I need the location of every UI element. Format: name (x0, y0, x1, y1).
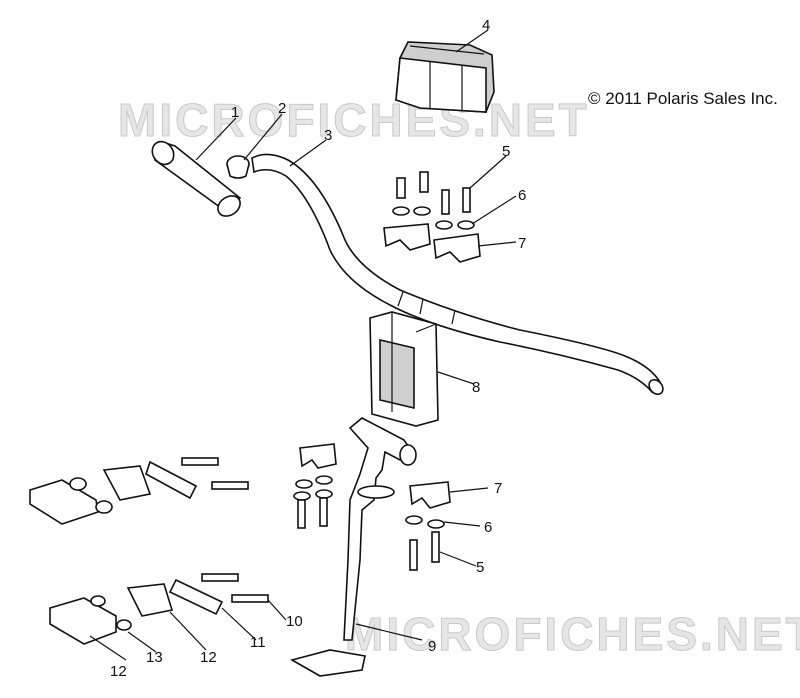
callout-6-upper: 6 (518, 187, 526, 204)
hand-grip (151, 140, 242, 217)
leader-lines (89, 29, 517, 661)
callout-10: 10 (286, 613, 303, 630)
callout-12-left: 12 (110, 663, 127, 680)
lower-clamp-set (293, 443, 451, 571)
handlebar-mount (369, 311, 439, 427)
callout-9: 9 (428, 638, 436, 655)
callout-13: 13 (146, 649, 163, 666)
callout-5-upper: 5 (502, 143, 510, 160)
callout-4: 4 (482, 17, 490, 34)
handlebar (251, 153, 664, 396)
callout-7-lower: 7 (494, 480, 502, 497)
callout-5-lower: 5 (476, 559, 484, 576)
watermark-bottom: MICROFICHES.NET (345, 608, 800, 660)
upper-clamp-set (383, 171, 481, 263)
callout-7-upper: 7 (518, 235, 526, 252)
riser-assembly-lower (49, 573, 269, 645)
callout-8: 8 (472, 379, 480, 396)
watermark-top: MICROFICHES.NET (118, 94, 590, 146)
callout-1: 1 (231, 104, 239, 121)
callout-labels: 1 2 3 4 5 6 7 8 7 6 5 10 11 9 12 13 12 (110, 17, 526, 680)
steering-post (289, 417, 417, 677)
callout-12-right: 12 (200, 649, 217, 666)
callout-3: 3 (324, 127, 332, 144)
callout-6-lower: 6 (484, 519, 492, 536)
copyright-notice: © 2011 Polaris Sales Inc. (588, 89, 778, 108)
handlebar-pad (395, 41, 495, 113)
callout-2: 2 (278, 100, 286, 117)
riser-assembly-upper (29, 457, 249, 525)
callout-11: 11 (250, 634, 266, 651)
bushing (226, 155, 250, 179)
